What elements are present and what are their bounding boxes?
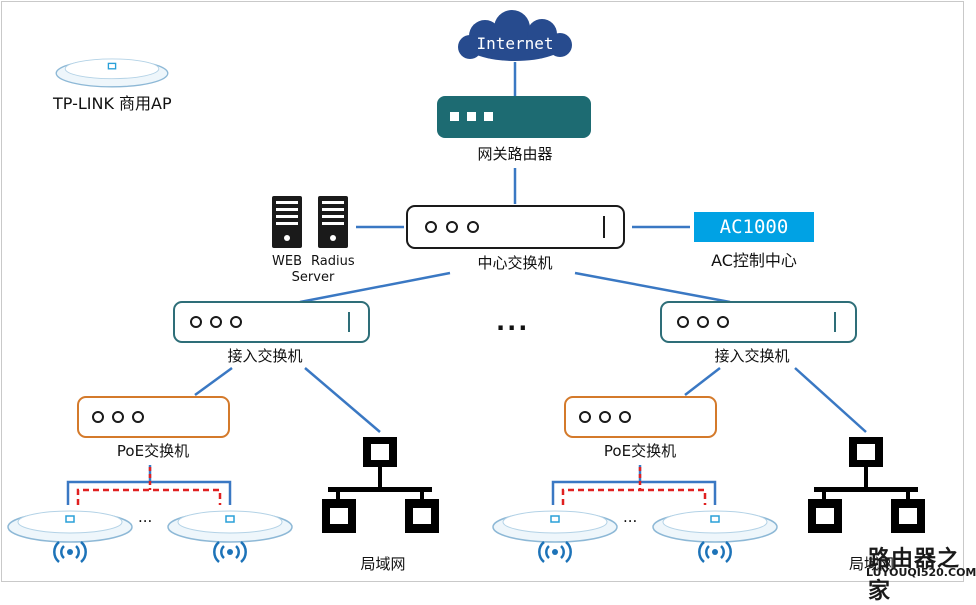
core-switch-icon xyxy=(406,205,625,249)
ap-icon xyxy=(492,510,618,543)
wifi-icon xyxy=(538,540,572,564)
ap-icon xyxy=(167,510,293,543)
poe-power-lines xyxy=(76,467,707,505)
poe-switch-left-label: PoE交换机 xyxy=(116,442,190,460)
lan-left-label: 局域网 xyxy=(360,555,406,573)
web-server-label: WEB xyxy=(272,254,302,269)
watermark-url: LUYOUQI520.COM xyxy=(866,566,976,579)
more-switches-ellipsis: ... xyxy=(496,308,530,336)
router-label: 网关路由器 xyxy=(477,145,553,163)
access-switch-right-icon xyxy=(660,301,857,343)
legend-ap-icon xyxy=(55,58,169,88)
server-label: Server xyxy=(291,270,335,285)
core-switch-label: 中心交换机 xyxy=(477,254,553,272)
wifi-icon xyxy=(698,540,732,564)
radius-server-label: Radius xyxy=(311,254,355,269)
diagram-graphics xyxy=(7,10,925,564)
access-switch-right-label: 接入交换机 xyxy=(714,347,790,365)
wifi-icon xyxy=(213,540,247,564)
radius-server-icon xyxy=(318,196,348,248)
poe-switch-right-label: PoE交换机 xyxy=(603,442,677,460)
ap-ellipsis-left: ... xyxy=(138,508,153,526)
lan-right-icon xyxy=(808,437,925,533)
internet-cloud-icon xyxy=(458,10,572,61)
poe-switch-left-icon xyxy=(77,396,230,438)
wifi-icon xyxy=(53,540,87,564)
watermark-logo-text: 路由器之家 xyxy=(868,547,961,604)
access-switch-left-label: 接入交换机 xyxy=(227,347,303,365)
internet-label: Internet xyxy=(476,34,554,53)
ap-icon xyxy=(652,510,778,543)
diagram-frame xyxy=(1,1,964,582)
access-switch-left-icon xyxy=(173,301,370,343)
lan-left-icon xyxy=(322,437,439,533)
poe-switch-right-icon xyxy=(564,396,717,438)
ap-icon xyxy=(7,510,133,543)
ac-controller-box: AC1000 xyxy=(694,212,814,242)
lan-right-label: 局域网 xyxy=(849,555,895,573)
web-server-icon xyxy=(272,196,302,248)
legend-label: TP-LINK 商用AP xyxy=(53,94,172,113)
ac-caption: AC控制中心 xyxy=(711,251,797,270)
router-icon xyxy=(437,96,591,138)
ap-ellipsis-right: ... xyxy=(623,508,638,526)
